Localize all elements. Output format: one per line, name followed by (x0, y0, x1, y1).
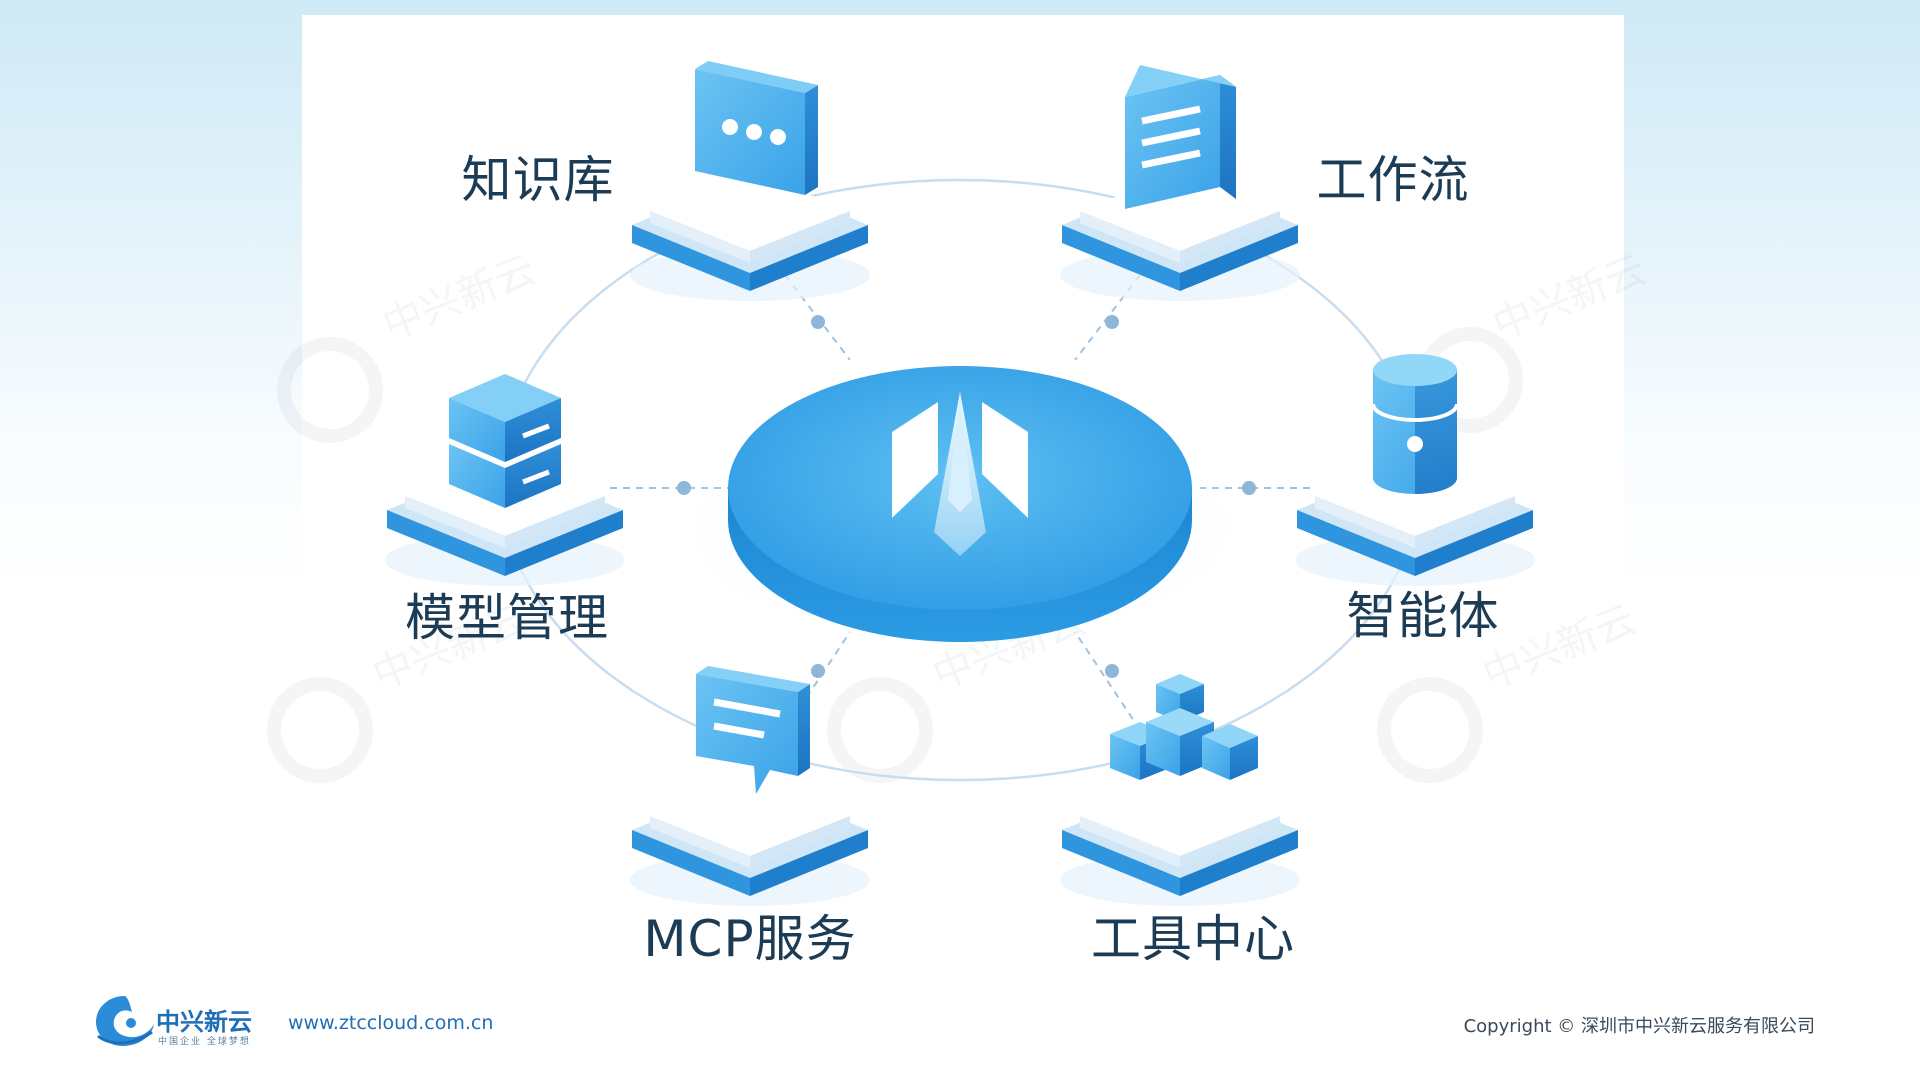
document-icon (1125, 65, 1236, 209)
watermark-logo (277, 337, 383, 443)
node-workflow (1060, 65, 1300, 301)
connector-dot (1105, 315, 1119, 329)
message-bubble-icon (696, 666, 810, 794)
connector-dots (677, 315, 1256, 678)
watermark-text: 中兴新云 (1477, 597, 1643, 700)
watermark-logo (267, 677, 373, 783)
node-label-workflow: 工作流 (1316, 151, 1470, 209)
node-agent (1295, 354, 1535, 586)
node-tools (1060, 674, 1300, 906)
copyright-text: Copyright © 深圳市中兴新云服务有限公司 (1463, 1016, 1815, 1037)
watermark-logo (1377, 677, 1483, 783)
node-label-agent: 智能体 (1346, 587, 1500, 645)
node-label-knowledge: 知识库 (461, 151, 615, 209)
node-label-tools: 工具中心 (1091, 910, 1295, 968)
website-link[interactable]: www.ztccloud.com.cn (288, 1012, 494, 1034)
connector-dot (811, 315, 825, 329)
connector-dot (1242, 481, 1256, 495)
brand-slogan: 中国企业 全球梦想 (158, 1037, 251, 1047)
central-platform (660, 366, 1260, 650)
watermark-text: 中兴新云 (1487, 247, 1653, 350)
node-label-model: 模型管理 (405, 589, 609, 647)
node-mcp (630, 666, 870, 906)
connector-dot (1105, 664, 1119, 678)
node-label-mcp: MCP服务 (643, 910, 857, 968)
cubes-icon (1110, 674, 1258, 780)
connector-dot (811, 664, 825, 678)
database-icon (1371, 354, 1459, 494)
connector-line (1074, 631, 1141, 731)
company-logo-icon (96, 996, 154, 1046)
watermark-logo (827, 677, 933, 783)
brand-name: 中兴新云 (156, 1008, 252, 1036)
watermark-text: 中兴新云 (377, 247, 543, 350)
server-stack-icon (449, 374, 561, 508)
platform-logo-icon (892, 392, 1028, 556)
node-model (385, 374, 625, 586)
node-knowledge (630, 61, 870, 301)
chat-window-icon (695, 61, 818, 195)
